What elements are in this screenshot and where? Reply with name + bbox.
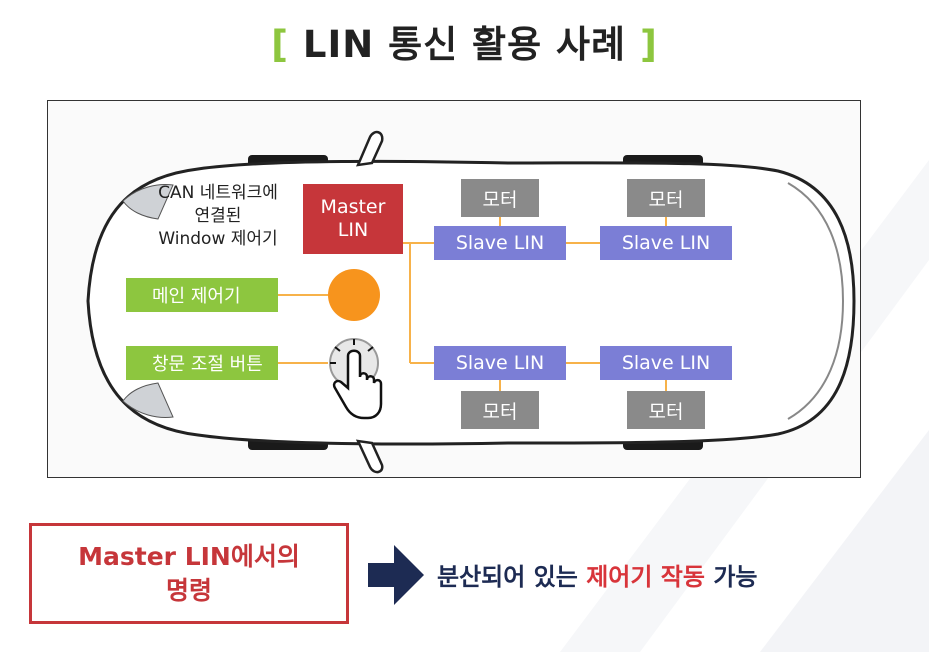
rear-edge — [787, 182, 845, 420]
result-highlight: 제어기 작동 — [586, 563, 705, 591]
main-controller-label: 메인 제어기 — [126, 278, 278, 312]
motor-3: 모터 — [461, 391, 539, 429]
page-title: [ LIN 통신 활용 사례 ] — [0, 14, 929, 68]
master-command-box: Master LIN에서의 명령 — [29, 523, 349, 624]
result-pre: 분산되어 있는 — [437, 563, 587, 591]
mirror-top — [355, 130, 384, 167]
slave-lin-4: Slave LIN — [600, 346, 732, 380]
motor-1: 모터 — [461, 179, 539, 217]
tap-ray-icon — [330, 339, 374, 364]
slave-lin-2: Slave LIN — [600, 226, 732, 260]
command-line-1: Master LIN에서의 — [78, 541, 300, 571]
mirror-bottom — [355, 439, 384, 474]
master-line-2: LIN — [337, 219, 369, 241]
hand-pointer-icon — [332, 349, 383, 420]
caption-line-2: 연결된 — [194, 206, 242, 226]
diagram-panel: CAN 네트워크에 연결된 Window 제어기 Master LIN 메인 제… — [47, 100, 861, 478]
title-bracket-open: [ — [271, 23, 289, 66]
command-line-2: 명령 — [165, 575, 212, 605]
window-button-label: 창문 조절 버튼 — [126, 346, 278, 380]
master-line-1: Master — [320, 196, 386, 218]
caption-line-3: Window 제어기 — [158, 229, 278, 249]
right-arrow-icon — [368, 545, 424, 605]
front-left-light — [122, 184, 174, 220]
title-bracket-close: ] — [639, 23, 658, 66]
motor-2: 모터 — [627, 179, 705, 217]
result-post: 가능 — [704, 563, 758, 591]
front-right-light — [122, 382, 174, 418]
master-lin-box: Master LIN — [303, 184, 403, 254]
slave-lin-1: Slave LIN — [434, 226, 566, 260]
motor-4: 모터 — [627, 391, 705, 429]
window-controller-caption: CAN 네트워크에 연결된 Window 제어기 — [128, 182, 308, 251]
slave-lin-3: Slave LIN — [434, 346, 566, 380]
caption-line-1: CAN 네트워크에 — [158, 183, 278, 203]
title-text: LIN 통신 활용 사례 — [302, 23, 627, 66]
result-text: 분산되어 있는 제어기 작동 가능 — [437, 557, 757, 592]
main-controller-circle — [328, 269, 380, 321]
